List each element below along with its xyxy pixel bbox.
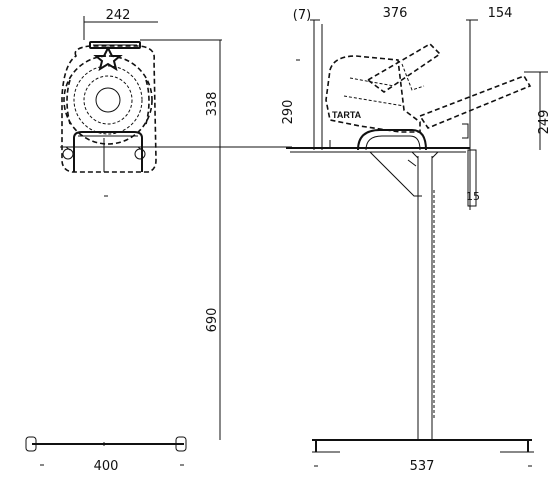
side-view: (7) 376 154 290 TARTA 249: [281, 6, 552, 474]
dim-tray-height: 249: [537, 110, 552, 135]
dim-side-depth: 376: [383, 6, 408, 21]
dim-side-height: 290: [281, 100, 296, 125]
dim-tray-depth: 154: [488, 6, 513, 21]
dim-base-side: 537: [410, 459, 435, 474]
front-view: 242 338 690: [25, 8, 292, 474]
dim-offset: (7): [293, 8, 311, 23]
dim-base-front: 400: [94, 459, 119, 474]
dim-stand-height: 690: [205, 308, 220, 333]
dim-front-height: 338: [205, 92, 220, 117]
dim-front-width: 242: [106, 8, 131, 23]
dim-leg-offset: 15: [466, 190, 480, 203]
brand-label: TARTA: [332, 110, 362, 120]
